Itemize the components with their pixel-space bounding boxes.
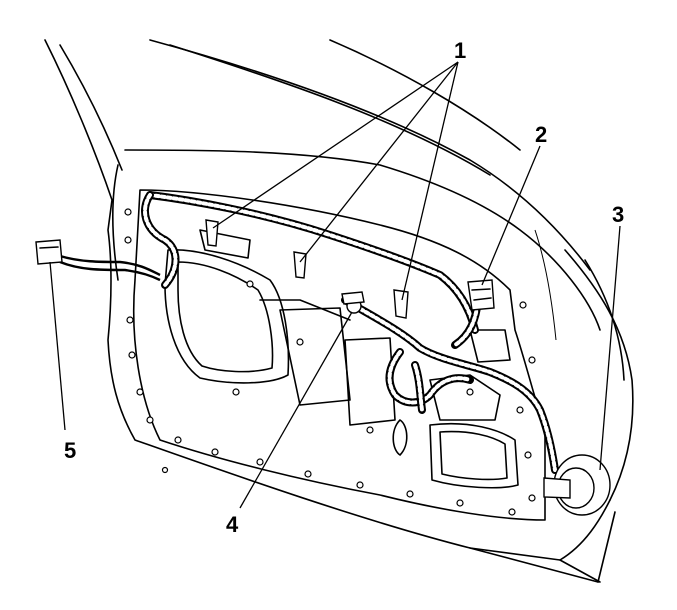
callout-4: 4: [226, 512, 239, 537]
callout-2: 2: [535, 122, 547, 147]
callout-5: 5: [64, 438, 76, 463]
door-grommet: [543, 454, 611, 516]
door-shell: [44, 39, 634, 583]
body-connector: [35, 239, 63, 265]
callout-3: 3: [612, 202, 624, 227]
wiring-harness: [59, 191, 559, 474]
harness-connector: [467, 279, 495, 311]
leader-lines: [49, 61, 621, 509]
inner-door-panel: [132, 189, 546, 521]
mounting-holes: [124, 208, 536, 516]
harness-clips: [205, 219, 409, 319]
callout-1: 1: [454, 38, 466, 63]
harness-retainer: [341, 291, 365, 314]
